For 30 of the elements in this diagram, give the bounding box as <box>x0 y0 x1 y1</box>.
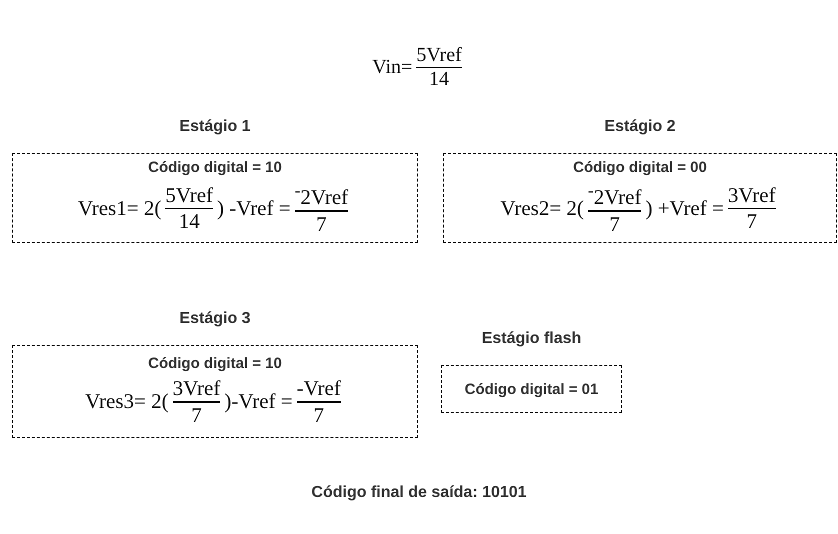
formula-text: Vres3= 2( <box>85 389 169 414</box>
digital-code: Código digital = 10 <box>148 355 282 372</box>
stage-heading: Estágio 2 <box>604 118 676 135</box>
numerator: 5Vref <box>416 44 462 67</box>
stage-heading: Estágio 1 <box>179 118 251 135</box>
denominator: 14 <box>178 209 200 234</box>
numerator: 3Vref <box>172 376 220 402</box>
denominator: 14 <box>429 68 450 92</box>
formula-text: )-Vref = <box>224 389 293 414</box>
denominator: 7 <box>746 209 757 234</box>
stage-heading: Estágio flash <box>482 330 582 347</box>
final-output-code: Código final de saída: 10101 <box>311 484 527 501</box>
digital-code: Código digital = 01 <box>464 380 598 398</box>
formula-text: Vin= <box>372 56 412 80</box>
denominator: 7 <box>191 402 202 428</box>
numerator: -Vref <box>296 376 341 402</box>
formula-text: Vres2= 2( <box>500 196 584 221</box>
formula-text: ) -Vref = <box>217 196 291 221</box>
denominator: 7 <box>316 212 327 237</box>
formula-text: ) +Vref = <box>645 196 724 221</box>
digital-code: Código digital = 10 <box>148 159 282 176</box>
numerator: $^{-}$2Vref <box>294 180 348 210</box>
numerator: 5Vref <box>165 182 214 208</box>
numerator: 3Vref <box>728 182 776 208</box>
formula-text: Vres1= 2( <box>78 196 162 221</box>
denominator: 7 <box>609 212 620 237</box>
stage-heading: Estágio 3 <box>179 310 251 327</box>
digital-code: Código digital = 00 <box>573 159 707 176</box>
numerator: $^{-}$2Vref <box>588 180 642 210</box>
denominator: 7 <box>314 402 324 428</box>
